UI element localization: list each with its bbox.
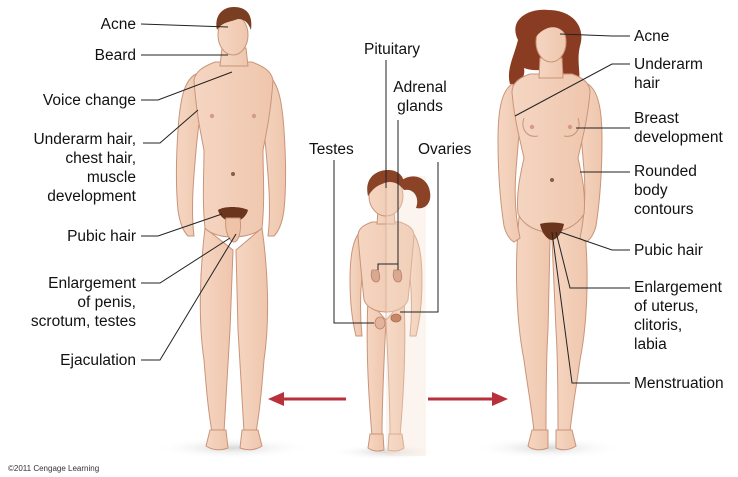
leader-male-acne bbox=[141, 24, 228, 27]
female-torso bbox=[512, 74, 590, 232]
male-nipple-right bbox=[252, 114, 256, 118]
label-female-menstruation: Menstruation bbox=[634, 374, 724, 393]
male-left-leg bbox=[200, 228, 233, 432]
label-male-acne: Acne bbox=[60, 15, 136, 34]
label-pituitary: Pituitary bbox=[364, 40, 420, 59]
label-female-underarm-hair: Underarm hair bbox=[634, 55, 703, 93]
right-arrow bbox=[428, 392, 508, 406]
label-female-rounded-body-contours: Rounded body contours bbox=[634, 162, 697, 219]
left-arrow bbox=[268, 392, 346, 406]
female-right-foot bbox=[556, 430, 576, 450]
label-male-beard: Beard bbox=[60, 46, 136, 65]
child-ovary-shape bbox=[391, 314, 401, 322]
label-female-enlargement: Enlargement of uterus, clitoris, labia bbox=[634, 278, 722, 354]
child-adrenal-left bbox=[371, 270, 380, 282]
female-left-foot bbox=[528, 430, 548, 450]
male-floor-shadow bbox=[154, 437, 310, 459]
female-nipple-right bbox=[568, 125, 572, 129]
male-left-foot bbox=[206, 430, 228, 450]
label-testes: Testes bbox=[309, 140, 354, 159]
male-nipple-left bbox=[210, 114, 214, 118]
female-nipple-left bbox=[530, 125, 534, 129]
label-ovaries: Ovaries bbox=[418, 140, 471, 159]
label-female-acne: Acne bbox=[634, 27, 669, 46]
child-left-foot bbox=[368, 434, 384, 451]
label-male-enlargement: Enlargement of penis, scrotum, testes bbox=[6, 274, 136, 331]
label-adrenal-glands: Adrenal glands bbox=[388, 78, 452, 116]
male-right-leg bbox=[236, 228, 268, 432]
label-female-pubic-hair: Pubic hair bbox=[634, 241, 703, 260]
label-male-voice-change: Voice change bbox=[10, 91, 136, 110]
child-testes-shape bbox=[375, 317, 385, 329]
child-adrenal-right bbox=[393, 270, 402, 282]
label-male-underarm-chest-muscle: Underarm hair, chest hair, muscle develo… bbox=[6, 130, 136, 206]
male-navel bbox=[231, 172, 235, 176]
label-female-breast-development: Breast development bbox=[634, 109, 723, 147]
female-right-leg bbox=[552, 208, 587, 432]
female-navel bbox=[550, 178, 554, 182]
copyright-notice: ©2011 Cengage Learning bbox=[8, 464, 99, 473]
label-male-pubic-hair: Pubic hair bbox=[20, 227, 136, 246]
label-male-ejaculation: Ejaculation bbox=[20, 351, 136, 370]
male-right-foot bbox=[240, 430, 262, 450]
female-left-leg bbox=[517, 208, 550, 432]
